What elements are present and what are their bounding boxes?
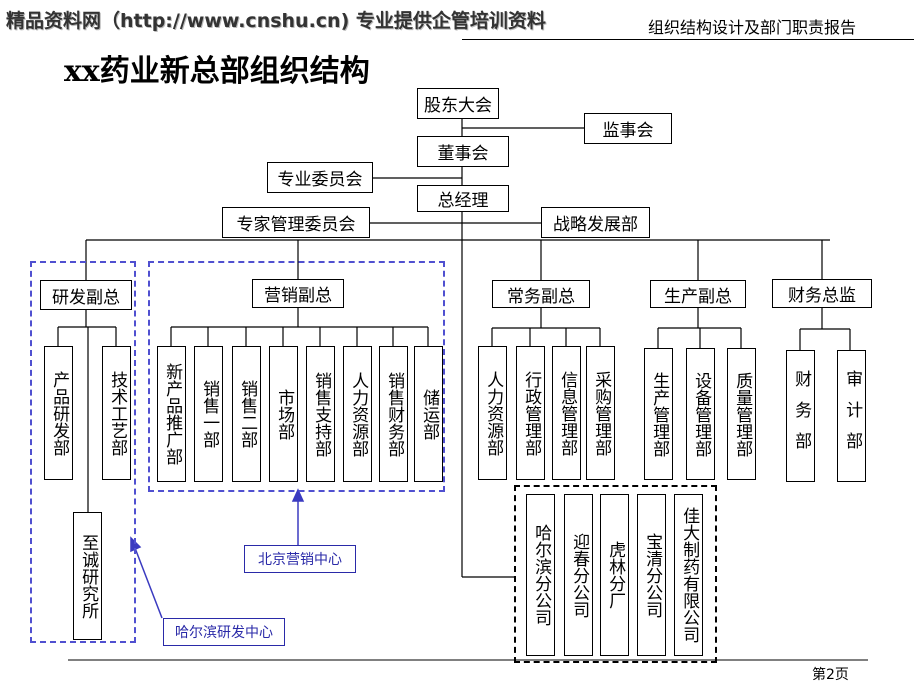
dept-sales-finance: 销售财务部 — [379, 346, 408, 482]
report-title: 组织结构设计及部门职责报告 — [648, 18, 857, 37]
dept-new-product-promotion: 新产品推广部 — [157, 346, 186, 482]
marketing-vp-box: 营销副总 — [252, 279, 344, 308]
dept-quality-mgmt: 质量管理部 — [727, 348, 756, 480]
page-number: 第2页 — [812, 667, 849, 683]
header-divider — [462, 39, 914, 40]
dept-marketing-hr: 人力资源部 — [343, 346, 372, 482]
dept-production-mgmt: 生产管理部 — [644, 348, 673, 480]
supervisors-box: 监事会 — [584, 113, 672, 144]
branch-baoqing: 宝清分公司 — [637, 494, 666, 656]
watermark-banner: 精品资料网（http://www.cnshu.cn) 专业提供企管培训资料 — [6, 10, 546, 32]
finance-director-box: 财务总监 — [772, 279, 872, 308]
production-vp-box: 生产副总 — [650, 280, 746, 308]
branch-jiada-pharma: 佳大制药有限公司 — [674, 494, 703, 656]
dept-audit: 审计部 — [837, 350, 866, 482]
dept-sales-2: 销售二部 — [232, 346, 261, 482]
dept-zhicheng-institute: 至诚研究所 — [73, 512, 102, 640]
strategy-dept-box: 战略发展部 — [541, 207, 650, 238]
dept-market: 市场部 — [269, 346, 298, 482]
branch-harbin: 哈尔滨分公司 — [526, 494, 555, 656]
harbin-rd-center-outline — [30, 261, 136, 643]
executive-vp-box: 常务副总 — [492, 280, 590, 308]
dept-finance: 财务部 — [786, 350, 815, 482]
harbin-rd-center-label: 哈尔滨研发中心 — [163, 618, 285, 646]
dept-sales-support: 销售支持部 — [306, 346, 335, 482]
dept-purchasing: 采购管理部 — [586, 346, 615, 480]
dept-sales-1: 销售一部 — [194, 346, 223, 482]
branch-hulin-factory: 虎林分厂 — [600, 494, 629, 656]
committee-box: 专业委员会 — [267, 162, 373, 193]
general-manager-box: 总经理 — [417, 185, 509, 212]
beijing-marketing-center-label: 北京营销中心 — [244, 545, 356, 573]
shareholders-box: 股东大会 — [417, 88, 499, 119]
beijing-marketing-center-outline — [148, 261, 445, 492]
dept-admin: 行政管理部 — [516, 346, 545, 480]
board-box: 董事会 — [417, 136, 509, 167]
branch-yingchun: 迎春分公司 — [564, 494, 593, 656]
rd-vp-box: 研发副总 — [40, 280, 132, 310]
branches-outline — [514, 485, 717, 663]
dept-hr: 人力资源部 — [478, 346, 507, 480]
dept-product-rd: 产品研发部 — [44, 346, 73, 480]
dept-tech-process: 技术工艺部 — [102, 346, 131, 480]
dept-equipment-mgmt: 设备管理部 — [686, 348, 715, 480]
page-title: xx药业新总部组织结构 — [64, 54, 370, 89]
dept-info: 信息管理部 — [552, 346, 581, 480]
dept-storage-transport: 储运部 — [414, 346, 443, 482]
expert-committee-box: 专家管理委员会 — [222, 207, 370, 238]
